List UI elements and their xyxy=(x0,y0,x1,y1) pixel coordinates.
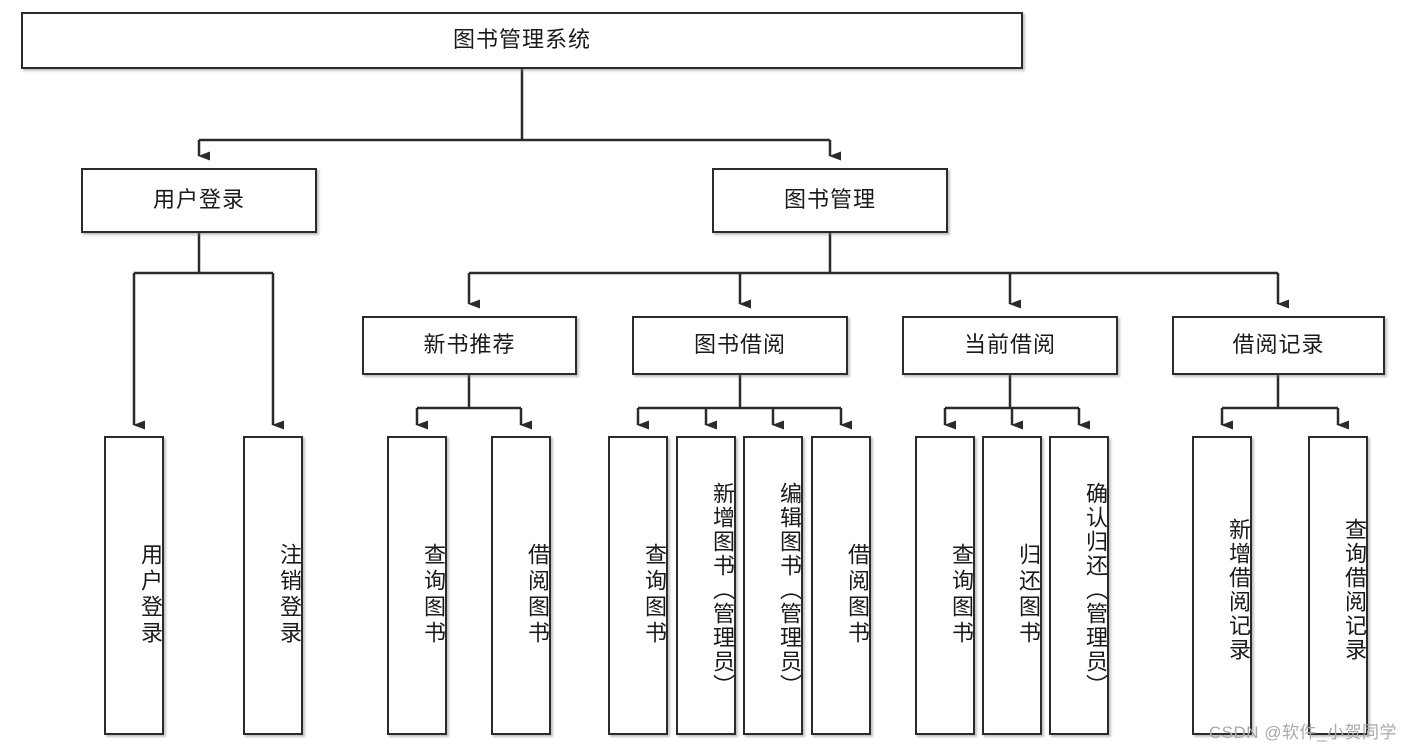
node-leaf-logout[interactable]: 注销登录 xyxy=(243,436,303,735)
node-leaf-query-borrow-record[interactable]: 查询借阅记录 xyxy=(1308,436,1368,735)
node-leaf-query-book-3[interactable]: 查询图书 xyxy=(915,436,975,735)
node-root[interactable]: 图书管理系统 xyxy=(21,12,1023,69)
node-leaf-logout-label: 注销登录 xyxy=(277,542,302,647)
node-root-label: 图书管理系统 xyxy=(452,27,591,53)
node-leaf-user-login-label: 用户登录 xyxy=(138,542,163,647)
node-leaf-query-borrow-record-label: 查询借阅记录 xyxy=(1342,517,1367,662)
node-leaf-query-book-1[interactable]: 查询图书 xyxy=(387,436,447,735)
node-leaf-confirm-return-admin[interactable]: 确认归还（管理员） xyxy=(1049,436,1109,735)
node-leaf-return-book[interactable]: 归还图书 xyxy=(982,436,1042,735)
node-current-borrow-label: 当前借阅 xyxy=(963,332,1056,358)
node-borrow-record[interactable]: 借阅记录 xyxy=(1172,316,1385,375)
node-leaf-return-book-label: 归还图书 xyxy=(1016,542,1041,647)
node-user-login[interactable]: 用户登录 xyxy=(81,168,317,233)
node-leaf-borrow-book-1[interactable]: 借阅图书 xyxy=(491,436,551,735)
node-leaf-user-login[interactable]: 用户登录 xyxy=(104,436,164,735)
node-leaf-borrow-book-1-label: 借阅图书 xyxy=(525,542,550,647)
node-current-borrow[interactable]: 当前借阅 xyxy=(902,316,1118,375)
node-leaf-query-book-3-label: 查询图书 xyxy=(949,542,974,647)
node-leaf-confirm-return-admin-label: 确认归还（管理员） xyxy=(1083,481,1108,698)
node-new-book-rec[interactable]: 新书推荐 xyxy=(362,316,577,375)
node-user-login-label: 用户登录 xyxy=(152,187,245,213)
node-book-manage-label: 图书管理 xyxy=(783,187,876,213)
node-leaf-borrow-book-2-label: 借阅图书 xyxy=(845,542,870,647)
node-book-borrow[interactable]: 图书借阅 xyxy=(632,316,848,375)
node-leaf-edit-book-admin-label: 编辑图书（管理员） xyxy=(777,481,802,698)
node-leaf-borrow-book-2[interactable]: 借阅图书 xyxy=(811,436,871,735)
node-book-borrow-label: 图书借阅 xyxy=(693,332,786,358)
node-leaf-add-borrow-record-label: 新增借阅记录 xyxy=(1226,517,1251,662)
node-leaf-edit-book-admin[interactable]: 编辑图书（管理员） xyxy=(743,436,803,735)
node-leaf-query-book-1-label: 查询图书 xyxy=(421,542,446,647)
node-new-book-rec-label: 新书推荐 xyxy=(423,332,516,358)
node-borrow-record-label: 借阅记录 xyxy=(1232,332,1325,358)
node-leaf-add-borrow-record[interactable]: 新增借阅记录 xyxy=(1192,436,1252,735)
node-leaf-add-book-admin[interactable]: 新增图书（管理员） xyxy=(676,436,736,735)
node-leaf-query-book-2[interactable]: 查询图书 xyxy=(608,436,668,735)
node-leaf-query-book-2-label: 查询图书 xyxy=(642,542,667,647)
node-book-manage[interactable]: 图书管理 xyxy=(712,168,948,233)
node-leaf-add-book-admin-label: 新增图书（管理员） xyxy=(710,481,735,698)
